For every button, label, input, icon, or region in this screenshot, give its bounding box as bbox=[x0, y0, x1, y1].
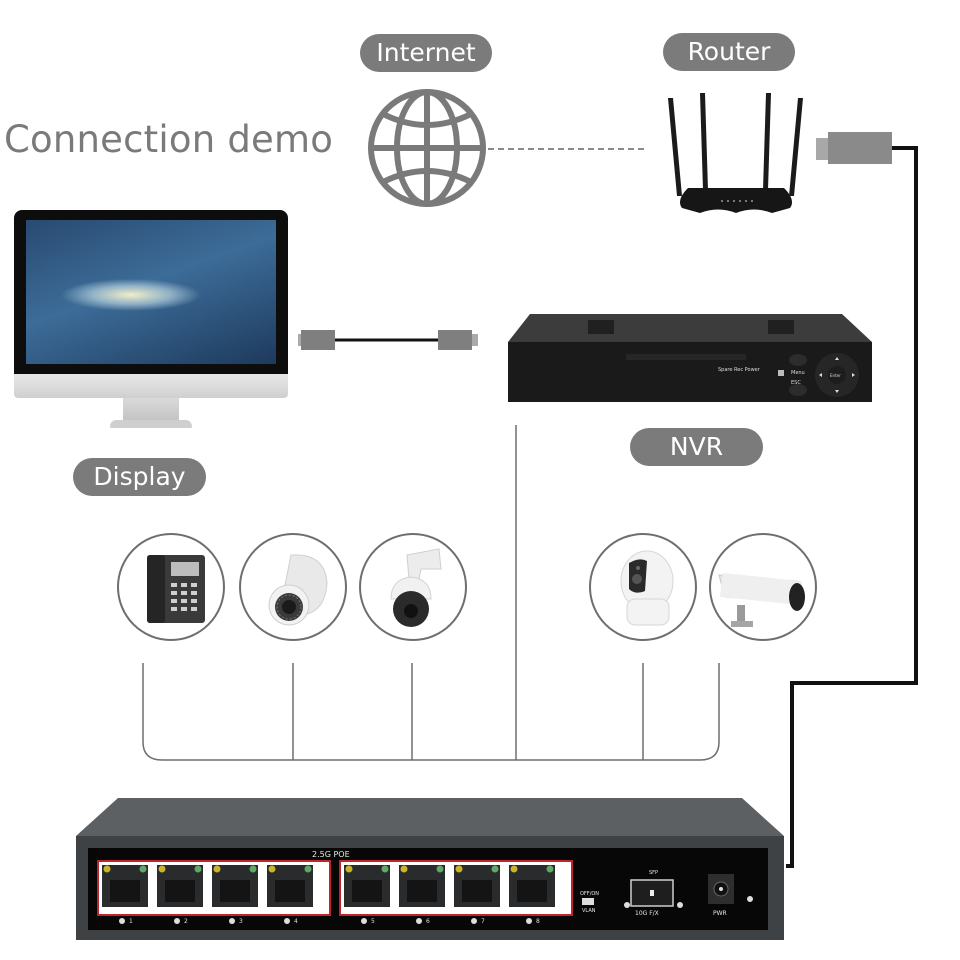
port-number-label: 1 bbox=[129, 918, 133, 925]
sfp-bottom-label: 10G F/X bbox=[635, 910, 659, 917]
ethernet-port-3[interactable] bbox=[212, 865, 258, 907]
monitor-base bbox=[110, 420, 192, 428]
port-led-link bbox=[139, 865, 147, 873]
poe-led bbox=[229, 918, 235, 924]
nvr-icon: Spare Rec Power Menu ESC Enter bbox=[508, 314, 872, 402]
port-led-link bbox=[436, 865, 444, 873]
endpoint-dome-camera bbox=[239, 533, 347, 641]
router-icon bbox=[668, 93, 803, 213]
pan-tilt-camera-icon bbox=[620, 550, 674, 626]
port-led-activity bbox=[455, 865, 463, 873]
ethernet-port-7[interactable] bbox=[454, 865, 500, 907]
router-label: Router bbox=[663, 33, 795, 71]
poe-led bbox=[174, 918, 180, 924]
ethernet-port-6[interactable] bbox=[399, 865, 445, 907]
vlan-switch-top-label: OFF/ON bbox=[580, 891, 599, 897]
port-led-activity bbox=[345, 865, 353, 873]
monitor-screen bbox=[26, 220, 276, 364]
ptz-camera-icon bbox=[390, 548, 442, 627]
vlan-dip-switch[interactable] bbox=[582, 898, 594, 905]
poe-led bbox=[361, 918, 367, 924]
ethernet-port-4[interactable] bbox=[267, 865, 313, 907]
nvr-menu-label: Menu bbox=[791, 370, 805, 376]
router-plug-tip bbox=[816, 138, 830, 160]
port-number-label: 8 bbox=[536, 918, 540, 925]
port-led-link bbox=[304, 865, 312, 873]
port-number-label: 6 bbox=[426, 918, 430, 925]
poe-led bbox=[526, 918, 532, 924]
poe-led bbox=[284, 918, 290, 924]
internet-label: Internet bbox=[360, 34, 492, 72]
endpoint-ptz-camera bbox=[359, 533, 467, 641]
endpoint-ip-phone bbox=[117, 533, 225, 641]
monitor-chin bbox=[14, 374, 288, 398]
ethernet-port-1[interactable] bbox=[102, 865, 148, 907]
ethernet-port-5[interactable] bbox=[344, 865, 390, 907]
nvr-status-labels: Spare Rec Power bbox=[718, 367, 761, 373]
port-led-activity bbox=[213, 865, 221, 873]
poe-switch: 2.5G POE 1 2 3 4 5 6 7 8 OFF/ON VLAN SFP 10G F/… bbox=[76, 798, 784, 940]
nvr-enter-label: Enter bbox=[830, 373, 841, 378]
sfp-top-label: SFP bbox=[649, 870, 658, 876]
port-led-link bbox=[546, 865, 554, 873]
monitor-icon bbox=[14, 210, 288, 374]
ethernet-port-8[interactable] bbox=[509, 865, 555, 907]
ethernet-port-2[interactable] bbox=[157, 865, 203, 907]
port-led-link bbox=[491, 865, 499, 873]
nvr-esc-label: ESC bbox=[791, 380, 801, 386]
vlan-switch-bottom-label: VLAN bbox=[582, 908, 596, 914]
port-number-label: 2 bbox=[184, 918, 188, 925]
port-number-label: 3 bbox=[239, 918, 243, 925]
port-led-link bbox=[194, 865, 202, 873]
poe-led bbox=[471, 918, 477, 924]
port-led-link bbox=[381, 865, 389, 873]
poe-led bbox=[416, 918, 422, 924]
port-led-activity bbox=[510, 865, 518, 873]
diagram-title: Connection demo bbox=[4, 118, 334, 161]
port-led-activity bbox=[158, 865, 166, 873]
nvr-label: NVR bbox=[630, 428, 763, 466]
internet-router-link bbox=[488, 148, 646, 150]
pwr-label: PWR bbox=[713, 910, 727, 917]
port-led-activity bbox=[103, 865, 111, 873]
monitor-stand bbox=[123, 398, 179, 420]
endpoint-pan-tilt-camera bbox=[589, 533, 697, 641]
port-number-label: 5 bbox=[371, 918, 375, 925]
port-number-label: 7 bbox=[481, 918, 485, 925]
dome-camera-icon bbox=[268, 554, 328, 626]
port-number-label: 4 bbox=[294, 918, 298, 925]
port-led-activity bbox=[400, 865, 408, 873]
globe-icon bbox=[368, 89, 486, 207]
hdmi-cable bbox=[298, 330, 478, 350]
ip-phone-icon bbox=[147, 555, 205, 623]
display-label: Display bbox=[73, 458, 206, 496]
bullet-camera-icon bbox=[718, 572, 805, 627]
router-plug bbox=[828, 132, 892, 164]
poe-led bbox=[119, 918, 125, 924]
endpoint-bullet-camera bbox=[709, 533, 817, 641]
bus-line-main bbox=[142, 663, 720, 761]
port-led-activity bbox=[268, 865, 276, 873]
port-led-link bbox=[249, 865, 257, 873]
poe-label: 2.5G POE bbox=[312, 850, 350, 859]
